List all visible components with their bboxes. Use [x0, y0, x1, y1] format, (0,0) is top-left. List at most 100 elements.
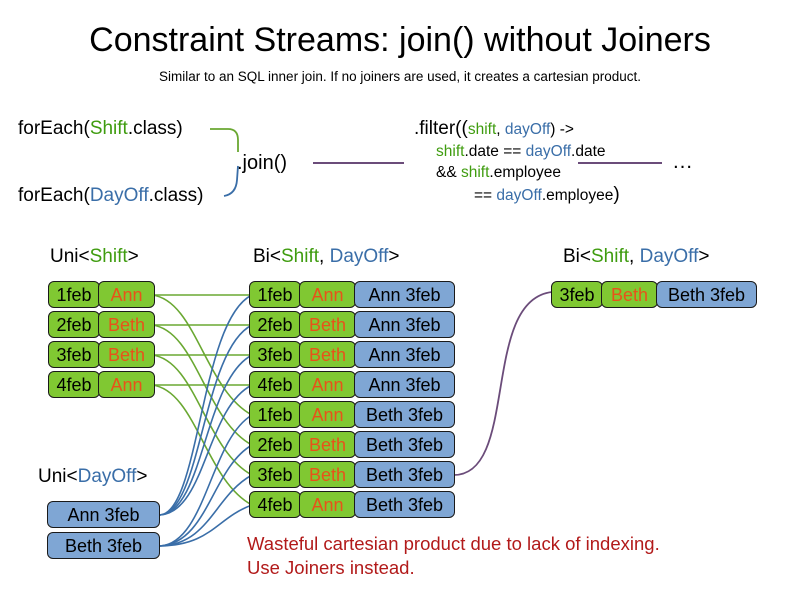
bi-date-cell: 4feb [249, 371, 301, 398]
bi-employee-cell: Ann [299, 491, 356, 518]
filter-employee-suffix-2: .employee [541, 186, 614, 204]
uni-dayoff-prefix: Uni< [38, 466, 78, 487]
bi-middle-suffix: > [388, 246, 400, 267]
bi-middle-comma: , [319, 246, 330, 267]
bi-employee-cell: Ann [299, 371, 356, 398]
bi-right-type2: DayOff [639, 246, 699, 267]
bi-date-cell: 1feb [249, 401, 301, 428]
filter-call-block: .filter((shift, dayOff) -> shift.date ==… [414, 118, 620, 206]
foreach-dayoff-statement: forEach(DayOff.class) [18, 184, 204, 208]
shift-employee-cell: Ann [98, 371, 155, 398]
dayoff-type-token: DayOff [89, 185, 149, 206]
bi-right-type1: Shift [591, 246, 630, 267]
dayoff-pair-cell: Beth 3feb [47, 532, 160, 559]
bi-pair-cell: Beth 3feb [354, 491, 455, 518]
label-bi-right: Bi<Shift, DayOff> [563, 246, 709, 268]
dayoff-pair-cell: Ann 3feb [47, 501, 160, 528]
shift-date-cell: 3feb [48, 341, 100, 368]
page-subtitle: Similar to an SQL inner join. If no join… [159, 69, 641, 84]
page-title: Constraint Streams: join() without Joine… [89, 21, 711, 59]
filter-close: ) [613, 183, 620, 205]
foreach-dayoff-prefix: forEach( [18, 185, 90, 206]
uni-dayoff-type: DayOff [77, 466, 137, 487]
bi-right-prefix: Bi< [563, 246, 591, 267]
foreach-shift-suffix: .class) [127, 118, 183, 139]
uni-shift-prefix: Uni< [50, 246, 90, 267]
bi-pair-cell: Beth 3feb [354, 401, 455, 428]
shift-type-token: Shift [89, 118, 128, 139]
filter-employee-suffix-1: .employee [489, 164, 561, 181]
filter-line-1: .filter((shift, dayOff) -> [414, 118, 620, 141]
bi-pair-cell: Ann 3feb [354, 281, 455, 308]
join-call-label: .join() [237, 152, 288, 174]
bi-middle-prefix: Bi< [253, 246, 281, 267]
uni-shift-type: Shift [89, 246, 128, 267]
filter-dayoff-ref-1: dayOff [525, 142, 572, 160]
bi-date-cell: 2feb [249, 431, 301, 458]
shift-employee-cell: Beth [98, 341, 155, 368]
dayoff-row: Beth 3feb [47, 532, 160, 559]
filter-arrow: ) -> [550, 121, 574, 138]
bi-pair-cell: Ann 3feb [354, 311, 455, 338]
filter-line-3: && shift.employee [414, 162, 620, 184]
bi-date-cell: 1feb [249, 281, 301, 308]
label-bi-middle: Bi<Shift, DayOff> [253, 246, 399, 268]
bi-employee-cell: Beth [299, 431, 356, 458]
shift-employee-cell: Beth [98, 311, 155, 338]
bi-pair-cell: Ann 3feb [354, 341, 455, 368]
bi-pair-cell: Ann 3feb [354, 371, 455, 398]
bi-employee-cell: Beth [299, 341, 356, 368]
filter-date-suffix: .date [571, 142, 606, 160]
bi-date-cell: 3feb [249, 461, 301, 488]
foreach-shift-prefix: forEach( [18, 118, 90, 139]
filter-shift-ref-2: shift [460, 164, 490, 181]
bi-date-cell: 4feb [249, 491, 301, 518]
result-date-cell: 3feb [551, 281, 603, 308]
bi-pair-cell: Beth 3feb [354, 461, 455, 488]
bi-right-suffix: > [698, 246, 710, 267]
filter-param-comma: , [496, 121, 505, 138]
shift-employee-cell: Ann [98, 281, 155, 308]
pipeline-ellipsis: … [672, 150, 693, 173]
bi-middle-type1: Shift [281, 246, 320, 267]
shift-date-cell: 4feb [48, 371, 100, 398]
bi-middle-type2: DayOff [329, 246, 389, 267]
bi-employee-cell: Beth [299, 311, 356, 338]
shift-date-cell: 2feb [48, 311, 100, 338]
filter-line-2: shift.date == dayOff.date [414, 141, 620, 163]
foreach-shift-statement: forEach(Shift.class) [18, 117, 183, 141]
filter-employee-eq: == [474, 186, 497, 204]
label-uni-dayoff: Uni<DayOff> [38, 466, 148, 488]
foreach-dayoff-suffix: .class) [148, 185, 204, 206]
filter-shift-ref-1: shift [436, 142, 465, 160]
result-employee-cell: Beth [601, 281, 658, 308]
warning-text: Wasteful cartesian product due to lack o… [247, 533, 660, 578]
dayoff-row: Ann 3feb [47, 501, 160, 528]
filter-open: .filter(( [414, 118, 468, 139]
filter-dayoff-ref-2: dayOff [496, 186, 542, 204]
bi-right-comma: , [629, 246, 640, 267]
bi-date-cell: 2feb [249, 311, 301, 338]
bi-employee-cell: Beth [299, 461, 356, 488]
bi-employee-cell: Ann [299, 401, 356, 428]
filter-line-4: == dayOff.employee) [414, 184, 620, 207]
filter-date-eq: .date == [464, 142, 526, 160]
filter-param-dayoff: dayOff [504, 121, 551, 138]
uni-dayoff-suffix: > [136, 466, 148, 487]
bi-pair-cell: Beth 3feb [354, 431, 455, 458]
label-uni-shift: Uni<Shift> [50, 246, 139, 268]
bi-employee-cell: Ann [299, 281, 356, 308]
bi-date-cell: 3feb [249, 341, 301, 368]
